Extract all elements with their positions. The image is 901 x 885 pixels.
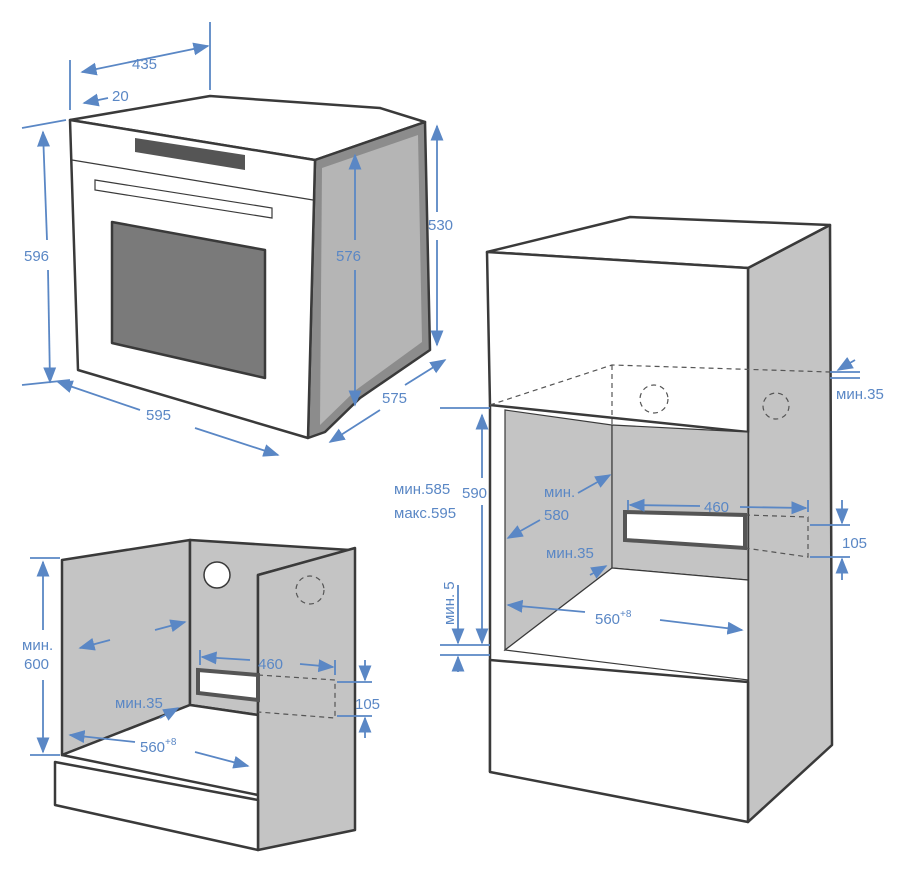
oven-handle	[94, 179, 273, 219]
dim-base-560-value: 560	[140, 739, 165, 756]
oven-display	[135, 138, 245, 170]
tall-cabinet-dimensions: мин.35 590 мин.585 макс.595 мин. 5 мин. …	[394, 357, 884, 672]
dim-20: 20	[112, 88, 129, 105]
vent-slot	[623, 509, 747, 551]
dim-rear-gap: мин.35	[546, 545, 594, 562]
base-vent-slot	[196, 667, 260, 703]
under-counter-drawing	[53, 538, 357, 852]
dim-596: 596	[24, 248, 49, 265]
oven-dimensions: 435 20 596 576 530 595 575	[21, 22, 453, 457]
vent-hole-icon	[295, 575, 325, 605]
dim-base-560: 560+8	[140, 737, 177, 756]
oven-side-panel	[320, 135, 422, 425]
dim-435: 435	[132, 56, 157, 73]
dim-595: 595	[146, 407, 171, 424]
dim-depth-min: мин.	[544, 484, 575, 501]
dim-576: 576	[336, 248, 361, 265]
cabinet-side-panel	[746, 223, 834, 824]
dim-580: 580	[544, 507, 569, 524]
dim-590: 590	[462, 485, 487, 502]
dim-base-rear-gap: мин.35	[115, 695, 163, 712]
dim-600: 600	[24, 656, 49, 673]
under-counter-dimensions: мин. 600 460 105 мин.35 560+8	[22, 557, 380, 769]
base-side-panel	[256, 546, 357, 852]
dim-niche-max: макс.595	[394, 505, 456, 522]
niche-floor	[503, 567, 749, 681]
dim-bottom-gap: мин. 5	[441, 581, 458, 625]
cabinet-upper-box	[485, 250, 750, 434]
base-plinth	[53, 760, 260, 852]
dim-vent-460: 460	[704, 499, 729, 516]
vent-hole-icon	[762, 392, 790, 420]
cabinet-lower-box	[488, 658, 750, 824]
control-panel-edge	[71, 159, 314, 201]
dim-560-value: 560	[595, 611, 620, 628]
dim-530: 530	[428, 217, 453, 234]
vent-hole-icon	[639, 384, 669, 414]
dim-560-tolerance: +8	[620, 609, 632, 620]
oven-drawing	[68, 94, 432, 440]
dim-niche-min: мин.585	[394, 481, 450, 498]
dim-base-560-tolerance: +8	[165, 737, 177, 748]
dim-base-min: мин.	[22, 637, 53, 654]
vent-hole-icon	[203, 561, 231, 589]
dim-base-vent-105: 105	[355, 696, 380, 713]
dim-top-gap: мин.35	[836, 386, 884, 403]
dim-vent-105: 105	[842, 535, 867, 552]
tall-cabinet-drawing	[485, 215, 834, 824]
dim-435-line	[80, 42, 210, 76]
dim-base-vent-460: 460	[258, 656, 283, 673]
dim-560: 560+8	[595, 609, 632, 628]
dim-575: 575	[382, 390, 407, 407]
oven-window	[110, 220, 267, 380]
